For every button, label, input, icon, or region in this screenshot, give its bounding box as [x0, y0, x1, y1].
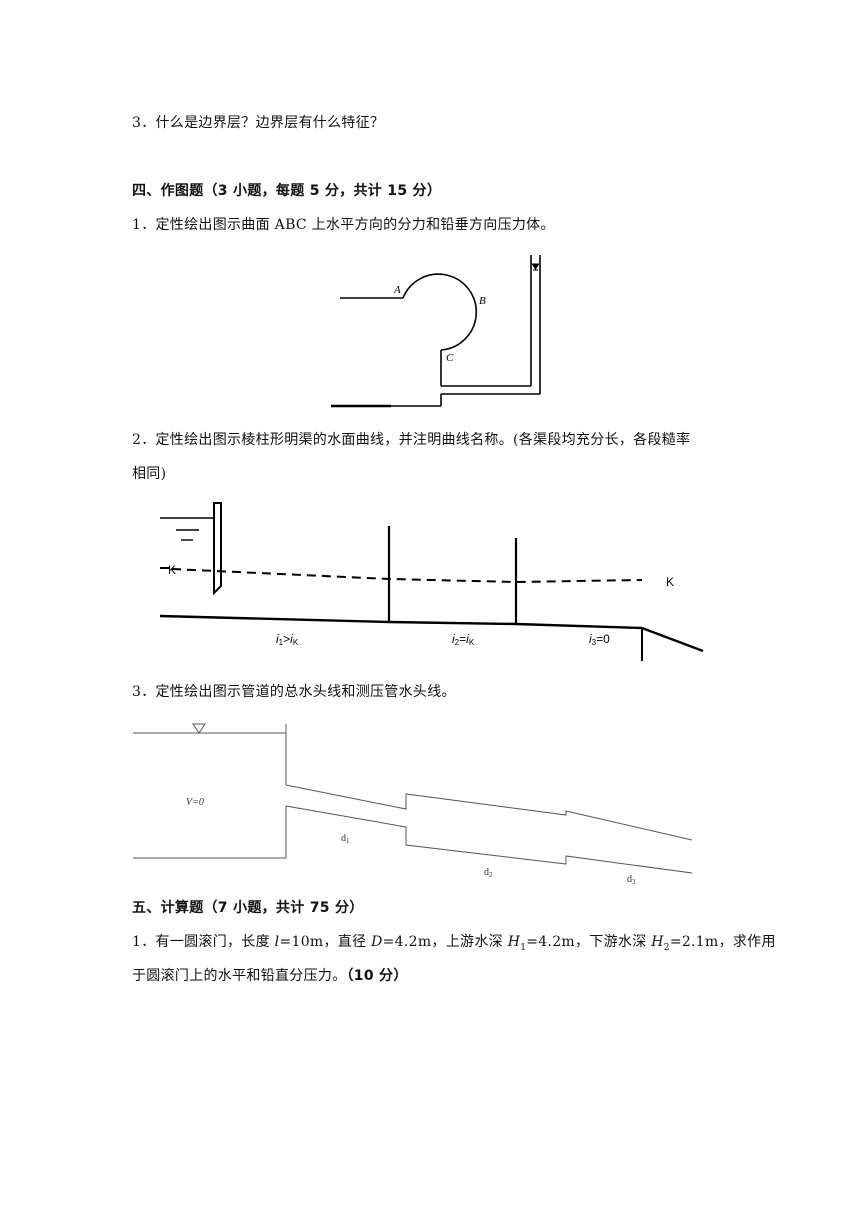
fig1-free-surface-symbol [532, 263, 539, 271]
section-4-question-2-line-2: 相同) [132, 466, 167, 482]
fig1-label-a: A [393, 284, 401, 296]
fig1-label-b: B [479, 295, 486, 307]
section-5-question-1-line-1: 1．有一圆滚门，长度 l=10m，直径 D=4.2m，上游水深 H1=4.2m，… [132, 934, 776, 953]
points-label: （10 分） [346, 968, 408, 984]
question-3-boundary-layer: 3．什么是边界层？边界层有什么特征？ [132, 115, 385, 131]
section-4-question-1: 1．定性绘出图示曲面 ABC 上水平方向的分力和铅垂方向压力体。 [132, 217, 555, 233]
fig1-label-c: C [446, 352, 454, 364]
fig3-label-d1: d1 [341, 833, 350, 845]
fig2-sluice-gate [213, 502, 222, 596]
fig2-critical-depth-line [171, 568, 643, 584]
fig3-free-surface-triangle [192, 723, 206, 734]
fig3-pipe-bottom [285, 805, 693, 874]
section-4-heading: 四、作图题（3 小题，每题 5 分，共计 15 分） [132, 183, 442, 199]
fig2-slope-label-3: i3=0 [589, 632, 610, 647]
fig3-label-v0: V=0 [186, 797, 204, 808]
fig2-slope-label-1: i1>iK [276, 632, 299, 647]
section-4-question-2-line-1: 2．定性绘出图示棱柱形明渠的水面曲线，并注明曲线名称。(各渠段均充分长，各段糙率 [132, 432, 691, 448]
section-5-question-1-line-2: 于圆滚门上的水平和铅直分压力。（10 分） [132, 968, 408, 984]
fig3-pipe-top [285, 784, 693, 841]
fig3-label-d3: d3 [627, 874, 636, 886]
fig2-label-k-right: K [666, 575, 674, 589]
fig2-channel-bed-segment-1 [159, 614, 390, 624]
fig2-channel-bed-segment-3 [515, 622, 643, 630]
fig2-slope-label-2: i2=iK [452, 632, 475, 647]
fig2-label-k-left: K [168, 563, 176, 577]
fig1-curved-surface [402, 273, 478, 351]
section-5-heading: 五、计算题（7 小题，共计 75 分） [132, 900, 364, 916]
section-4-question-3: 3．定性绘出图示管道的总水头线和测压管水头线。 [132, 684, 456, 700]
fig2-drop-slope [641, 626, 704, 653]
fig3-label-d2: d2 [484, 867, 493, 879]
fig2-channel-bed-segment-2 [388, 620, 517, 626]
